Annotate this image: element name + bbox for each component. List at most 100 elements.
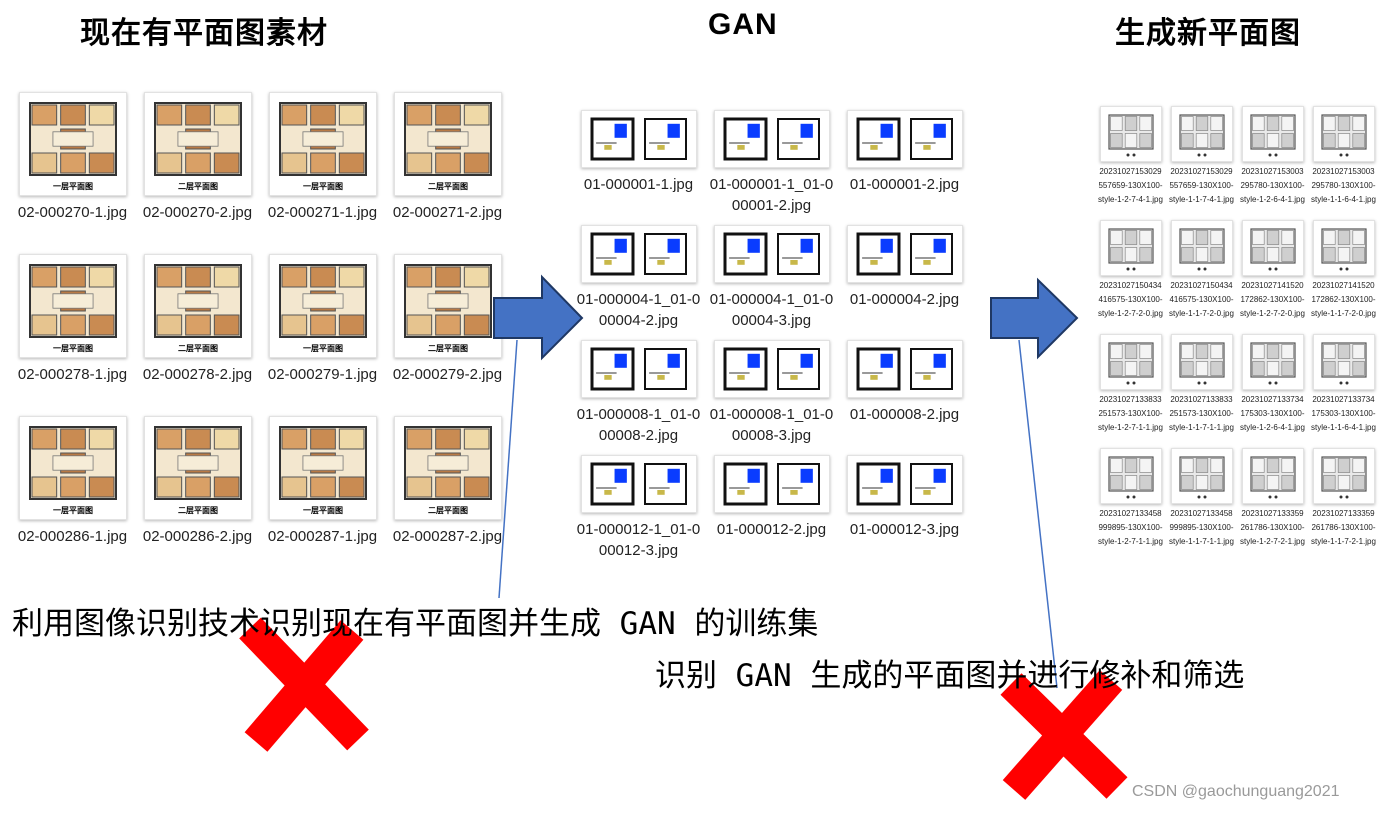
generated-plan-tile[interactable]: 20231027153003295780-130X100-style-1-2-6… (1237, 106, 1308, 220)
generated-plan-thumbnail (1312, 448, 1375, 504)
file-name: 02-000270-2.jpg (142, 204, 253, 221)
file-name: 02-000287-1.jpg (267, 528, 378, 545)
source-plan-thumbnail: 一层平面图 (18, 416, 127, 520)
file-name: 02-000278-1.jpg (17, 366, 128, 383)
generated-plan-thumbnail (1241, 220, 1304, 276)
generated-plans-title: 生成新平面图 (1115, 16, 1301, 51)
gan-sample-thumbnail (713, 340, 830, 398)
generated-plan-tile[interactable]: 20231027133359261786-130X100-style-1-1-7… (1308, 448, 1379, 562)
source-plans-grid: 一层平面图 02-000270-1.jpg 二层平面图 02-000270-2.jpg… (10, 92, 510, 578)
gan-sample-tile[interactable]: 01-000012-1_01-000012-3.jpg (572, 455, 705, 570)
plan-label: 二层平面图 (178, 344, 218, 353)
gan-sample-tile[interactable]: 01-000008-1_01-000008-2.jpg (572, 340, 705, 455)
generated-plan-tile[interactable]: 20231027133458999895-130X100-style-1-1-7… (1166, 448, 1237, 562)
generated-plan-tile[interactable]: 20231027133734175303-130X100-style-1-1-6… (1308, 334, 1379, 448)
caption-recognition: 利用图像识别技术识别现在有平面图并生成 GAN 的训练集 (12, 606, 819, 642)
gan-sample-thumbnail (713, 455, 830, 513)
gan-sample-tile[interactable]: 01-000008-2.jpg (838, 340, 971, 455)
generated-plans-grid: 20231027153029557659-130X100-style-1-2-7… (1095, 106, 1379, 562)
cross-mark-left (239, 617, 369, 752)
source-plans-title: 现在有平面图素材 (80, 16, 328, 51)
gan-sample-thumbnail (713, 225, 830, 283)
gan-sample-tile[interactable]: 01-000001-1_01-000001-2.jpg (705, 110, 838, 225)
source-plan-tile[interactable]: 一层平面图 02-000270-1.jpg (10, 92, 135, 254)
generated-plan-thumbnail (1312, 334, 1375, 390)
gan-sample-thumbnail (580, 225, 697, 283)
generated-plan-tile[interactable]: 20231027153029557659-130X100-style-1-1-7… (1166, 106, 1237, 220)
file-name: 01-000004-1_01-000004-3.jpg (709, 291, 834, 329)
file-name: 02-000270-1.jpg (17, 204, 128, 221)
generated-plan-tile[interactable]: 20231027153029557659-130X100-style-1-2-7… (1095, 106, 1166, 220)
source-plan-thumbnail: 一层平面图 (18, 92, 127, 196)
file-name: 20231027133359261786-130X100-style-1-1-7… (1311, 509, 1376, 546)
generated-plan-tile[interactable]: 20231027141520172862-130X100-style-1-2-7… (1237, 220, 1308, 334)
generated-plan-thumbnail (1099, 334, 1162, 390)
generated-plan-thumbnail (1099, 220, 1162, 276)
file-name: 20231027153003295780-130X100-style-1-2-6… (1240, 167, 1305, 204)
gan-sample-tile[interactable]: 01-000012-3.jpg (838, 455, 971, 570)
file-name: 02-000279-1.jpg (267, 366, 378, 383)
file-name: 20231027133458999895-130X100-style-1-2-7… (1098, 509, 1163, 546)
file-name: 01-000008-1_01-000008-2.jpg (576, 406, 701, 444)
source-plan-thumbnail: 二层平面图 (393, 416, 502, 520)
file-name: 01-000012-2.jpg (716, 521, 827, 538)
gan-sample-tile[interactable]: 01-000001-2.jpg (838, 110, 971, 225)
file-name: 20231027153029557659-130X100-style-1-1-7… (1169, 167, 1234, 204)
gan-sample-tile[interactable]: 01-000004-1_01-000004-2.jpg (572, 225, 705, 340)
source-plan-thumbnail: 二层平面图 (143, 92, 252, 196)
generated-plan-tile[interactable]: 20231027133734175303-130X100-style-1-2-6… (1237, 334, 1308, 448)
generated-plan-tile[interactable]: 20231027141520172862-130X100-style-1-1-7… (1308, 220, 1379, 334)
generated-plan-thumbnail (1170, 334, 1233, 390)
generated-plan-thumbnail (1312, 106, 1375, 162)
file-name: 01-000008-1_01-000008-3.jpg (709, 406, 834, 444)
gan-sample-thumbnail (846, 225, 963, 283)
source-plan-tile[interactable]: 一层平面图 02-000287-1.jpg (260, 416, 385, 578)
gan-sample-tile[interactable]: 01-000004-1_01-000004-3.jpg (705, 225, 838, 340)
gan-sample-tile[interactable]: 01-000001-1.jpg (572, 110, 705, 225)
file-name: 01-000008-2.jpg (849, 406, 960, 423)
generated-plan-tile[interactable]: 20231027153003295780-130X100-style-1-1-6… (1308, 106, 1379, 220)
generated-plan-tile[interactable]: 20231027133458999895-130X100-style-1-2-7… (1095, 448, 1166, 562)
gan-samples-grid: 01-000001-1.jpg 01-000001-1_01-000001-2.j… (572, 110, 971, 570)
file-name: 20231027141520172862-130X100-style-1-1-7… (1311, 281, 1376, 318)
source-plan-thumbnail: 一层平面图 (18, 254, 127, 358)
generated-plan-tile[interactable]: 20231027150434416575-130X100-style-1-1-7… (1166, 220, 1237, 334)
generated-plan-tile[interactable]: 20231027133833251573-130X100-style-1-1-7… (1166, 334, 1237, 448)
file-name: 02-000287-2.jpg (392, 528, 503, 545)
file-name: 01-000001-1_01-000001-2.jpg (709, 176, 834, 214)
generated-plan-tile[interactable]: 20231027133833251573-130X100-style-1-2-7… (1095, 334, 1166, 448)
caption-repair: 识别 GAN 生成的平面图并进行修补和筛选 (655, 658, 1245, 694)
file-name: 01-000012-3.jpg (849, 521, 960, 538)
file-name: 20231027133833251573-130X100-style-1-1-7… (1169, 395, 1234, 432)
gan-sample-tile[interactable]: 01-000008-1_01-000008-3.jpg (705, 340, 838, 455)
arrow-to-generated (990, 277, 1079, 360)
plan-label: 一层平面图 (303, 182, 343, 191)
gan-sample-thumbnail (580, 455, 697, 513)
gan-sample-tile[interactable]: 01-000012-2.jpg (705, 455, 838, 570)
gan-sample-tile[interactable]: 01-000004-2.jpg (838, 225, 971, 340)
source-plan-thumbnail: 二层平面图 (393, 92, 502, 196)
generated-plan-thumbnail (1099, 106, 1162, 162)
gan-sample-thumbnail (580, 110, 697, 168)
generated-plan-thumbnail (1170, 106, 1233, 162)
generated-plan-tile[interactable]: 20231027133359261786-130X100-style-1-2-7… (1237, 448, 1308, 562)
source-plan-thumbnail: 一层平面图 (268, 416, 377, 520)
plan-label: 二层平面图 (428, 506, 468, 515)
source-plan-tile[interactable]: 二层平面图 02-000270-2.jpg (135, 92, 260, 254)
source-plan-tile[interactable]: 一层平面图 02-000278-1.jpg (10, 254, 135, 416)
file-name: 01-000001-1.jpg (583, 176, 694, 193)
source-plan-tile[interactable]: 二层平面图 02-000287-2.jpg (385, 416, 510, 578)
generated-plan-tile[interactable]: 20231027150434416575-130X100-style-1-2-7… (1095, 220, 1166, 334)
file-name: 20231027133833251573-130X100-style-1-2-7… (1098, 395, 1163, 432)
file-name: 20231027133359261786-130X100-style-1-2-7… (1240, 509, 1305, 546)
source-plan-tile[interactable]: 一层平面图 02-000279-1.jpg (260, 254, 385, 416)
gan-sample-thumbnail (846, 455, 963, 513)
plan-label: 一层平面图 (303, 344, 343, 353)
generated-plan-thumbnail (1099, 448, 1162, 504)
